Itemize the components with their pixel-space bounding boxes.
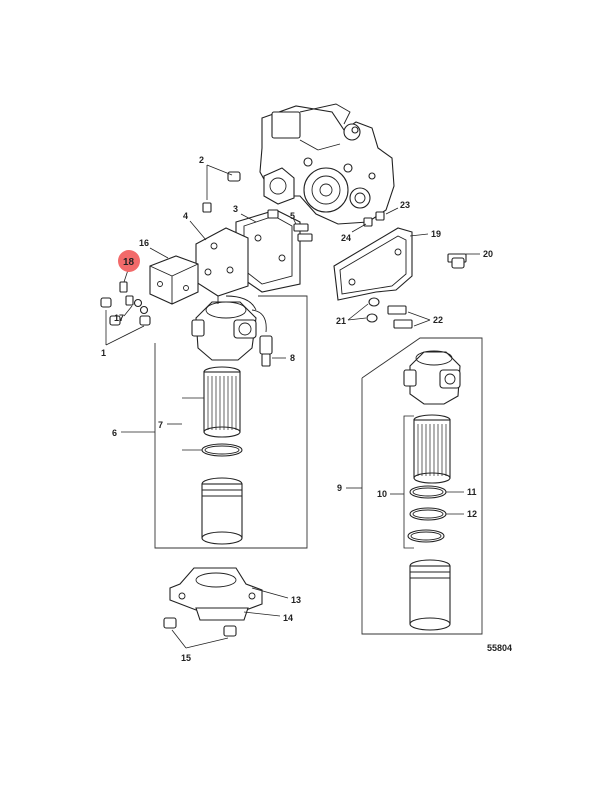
- callout-17[interactable]: 17: [114, 313, 124, 323]
- filter-head-left: [191, 295, 257, 361]
- filter-element-right: [413, 414, 451, 484]
- filter-head-right: [403, 350, 461, 405]
- callout-7[interactable]: 7: [158, 420, 163, 430]
- filter-bowl-right: [409, 559, 451, 631]
- callout-20[interactable]: 20: [483, 249, 493, 259]
- bolt-part-5: [292, 217, 313, 242]
- callout-4[interactable]: 4: [183, 211, 188, 221]
- filter-assembly-frame-right: [361, 337, 483, 635]
- callout-8[interactable]: 8: [290, 353, 295, 363]
- callout-13[interactable]: 13: [291, 595, 301, 605]
- callout-10[interactable]: 10: [377, 489, 387, 499]
- callout-16[interactable]: 16: [139, 238, 149, 248]
- clamp-part-14: [195, 607, 281, 621]
- o-ring-left: [201, 443, 243, 457]
- callout-2[interactable]: 2: [199, 155, 204, 165]
- seal-lower-right: [407, 529, 445, 543]
- callout-23[interactable]: 23: [400, 200, 410, 210]
- callout-15[interactable]: 15: [181, 653, 191, 663]
- filter-assembly-frame-left: [154, 295, 308, 549]
- callout-18[interactable]: 18: [123, 257, 135, 268]
- filter-element-part-7: [203, 366, 241, 438]
- callout-6[interactable]: 6: [112, 428, 117, 438]
- fittings-parts-23-24: [351, 207, 399, 233]
- callout-19[interactable]: 19: [431, 229, 441, 239]
- figure-number: 55804: [487, 643, 512, 653]
- callout-18-highlight[interactable]: [118, 250, 140, 272]
- callout-22[interactable]: 22: [433, 315, 443, 325]
- bracket-part-13: [169, 567, 289, 611]
- callout-11[interactable]: 11: [467, 487, 477, 497]
- bolts-part-15: [163, 617, 237, 649]
- callout-21[interactable]: 21: [336, 316, 346, 326]
- bolt-part-20: [447, 253, 480, 269]
- seal-part-11: [409, 485, 464, 499]
- callout-12[interactable]: 12: [467, 509, 477, 519]
- filter-bowl-left: [201, 477, 243, 545]
- fitting-part-2: [202, 164, 241, 213]
- callout-9[interactable]: 9: [337, 483, 342, 493]
- sensor-part-8: [251, 309, 286, 367]
- kit-bracket-part-10: [403, 415, 414, 549]
- block-part-16: [149, 247, 199, 305]
- bolts-part-22: [387, 305, 431, 329]
- seal-part-12: [409, 507, 464, 521]
- callout-5[interactable]: 5: [290, 211, 295, 221]
- spacers-part-21: [347, 297, 380, 323]
- callout-14[interactable]: 14: [283, 613, 293, 623]
- fasteners-parts-1-17-18: [100, 269, 151, 346]
- hydraulic-pump: [259, 103, 395, 225]
- callout-3[interactable]: 3: [233, 204, 238, 214]
- callout-24[interactable]: 24: [341, 233, 351, 243]
- callout-1[interactable]: 1: [101, 348, 106, 358]
- bracket-part-19: [333, 227, 429, 301]
